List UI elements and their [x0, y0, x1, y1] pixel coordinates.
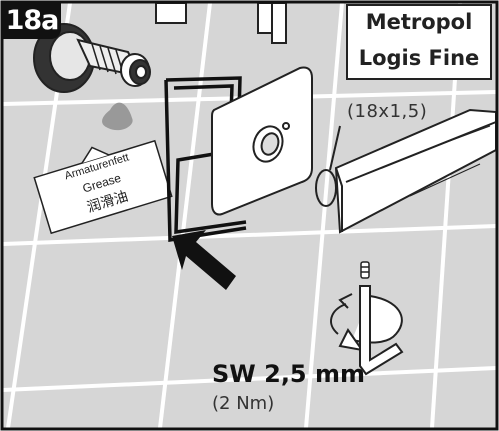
o-ring — [315, 125, 341, 207]
arrow-icon — [172, 230, 236, 290]
cover-plate — [211, 66, 313, 216]
product-name-box: Metropol Logis Fine — [346, 4, 492, 80]
screw-icon — [360, 261, 370, 279]
product-name-line2: Logis Fine — [358, 46, 480, 70]
allen-key-icon — [359, 285, 404, 376]
tool-size-label: SW 2,5 mm — [212, 360, 365, 388]
upper-frame — [155, 2, 287, 44]
product-name-line1: Metropol — [365, 10, 473, 34]
step-number-badge: 18a — [3, 3, 61, 39]
torque-value-label: (2 Nm) — [212, 393, 275, 414]
oring-size-label: (18x1,5) — [347, 101, 428, 122]
grease-tag-card — [33, 139, 173, 235]
fitting-icon — [33, 23, 151, 93]
grease-blob — [102, 102, 133, 131]
